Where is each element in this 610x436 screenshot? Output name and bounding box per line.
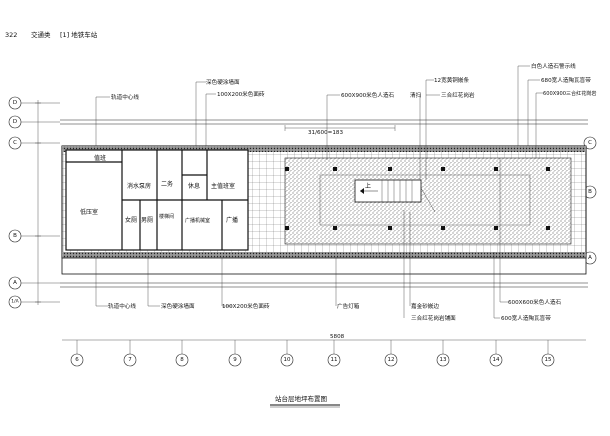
equipment-rooms <box>65 149 249 251</box>
tactile-strip-top <box>62 146 586 152</box>
column-axis-bubbles: 6 7 8 9 10 11 12 13 14 15 <box>70 340 555 367</box>
col-axis-8: 8 <box>180 357 184 363</box>
section-label: [1] 地铁车站 <box>60 30 98 39</box>
row-axis-c-right: C <box>588 140 592 146</box>
col-axis-7: 7 <box>128 357 132 363</box>
bottom-label-sand-edge: 嘉金砂嵌边 <box>411 302 439 310</box>
col-axis-13: 13 <box>440 357 447 363</box>
room-duty: 值班 <box>94 154 106 162</box>
page-number: 322 <box>5 31 17 39</box>
col-axis-14: 14 <box>493 357 500 363</box>
room-female-wc: 女厕 <box>125 216 137 224</box>
category-label: 交通类 <box>31 30 51 39</box>
bottom-label-tactile-band: 600宽人造陶瓦盲带 <box>501 314 551 322</box>
row-axis-a-right: A <box>588 255 592 261</box>
col-axis-11: 11 <box>331 357 338 363</box>
row-axis-d2: D <box>13 119 17 125</box>
col-axis-9: 9 <box>233 357 237 363</box>
escalator: 上 <box>354 179 436 213</box>
row-axis-bubbles-right: C B A <box>583 136 597 265</box>
bottom-label-beige-tile: 100X200米色面砖 <box>222 302 270 310</box>
room-service: 二务 <box>161 180 173 188</box>
drawing-title: 站台层地坪布置图 <box>275 394 327 403</box>
row-axis-bubbles: D D C B A 1/A <box>8 96 60 309</box>
col-axis-10: 10 <box>284 357 291 363</box>
col-axis-15: 15 <box>545 357 552 363</box>
top-label-red-granite: 三合红花岗岩 <box>441 91 475 99</box>
bottom-label-red-granite-paving: 三合红花岗岩铺面 <box>411 314 456 322</box>
bottom-label-dark-wall: 深色硬涂墙面 <box>161 302 195 310</box>
col-axis-6: 6 <box>75 357 79 363</box>
room-broadcast: 广播机械室 <box>185 217 210 224</box>
room-low-voltage: 低压室 <box>80 208 98 216</box>
top-label-dark-wall: 深色硬涂墙面 <box>206 78 240 86</box>
top-label-track-center: 轨道中心线 <box>111 93 139 101</box>
col-axis-12: 12 <box>388 357 395 363</box>
row-axis-d1: D <box>13 100 17 106</box>
bottom-annotations: 轨道中心线 深色硬涂墙面 100X200米色面砖 广告灯箱 嘉金砂嵌边 三合红花… <box>95 158 562 322</box>
row-axis-b-right: B <box>588 189 592 195</box>
room-stair: 楼梯间 <box>159 213 174 220</box>
top-annotations: 轨道中心线 深色硬涂墙面 100X200米色面砖 600X900米色人造石 清扫… <box>95 62 597 180</box>
bottom-label-track-center: 轨道中心线 <box>108 302 136 310</box>
room-rest: 休息 <box>188 182 200 190</box>
top-label-clean: 清扫 <box>410 91 422 99</box>
top-label-beige-tile: 100X200米色面砖 <box>217 90 265 98</box>
bottom-label-beige-stone: 600X600米色人造石 <box>508 298 562 306</box>
top-label-white-warning: 白色人造石警示线 <box>531 62 576 70</box>
top-label-red-granite-600: 600X900三合红花岗岩 <box>543 90 597 97</box>
tactile-strip-bottom <box>62 252 586 258</box>
row-axis-c: C <box>13 140 17 146</box>
room-broadcast-2: 广播 <box>226 216 238 224</box>
top-label-brass-strip: 12宽黄铜嵌条 <box>434 76 469 84</box>
top-label-tactile-band: 680宽人造陶瓦盲带 <box>541 76 591 84</box>
row-axis-1a: 1/A <box>11 299 19 305</box>
top-label-beige-stone: 600X900米色人造石 <box>341 91 395 99</box>
row-axis-b: B <box>13 233 17 239</box>
room-pump: 消水泵房 <box>127 182 151 190</box>
dimension-bottom: 5808 <box>330 334 345 340</box>
room-station-master: 主值班室 <box>211 182 235 190</box>
stair-up-label: 上 <box>365 182 371 190</box>
row-axis-a: A <box>13 280 17 286</box>
bottom-label-ad-lightbox: 广告灯箱 <box>337 302 360 310</box>
room-male-wc: 男厕 <box>141 217 153 224</box>
dimension-top: 31/600=183 <box>308 130 343 136</box>
